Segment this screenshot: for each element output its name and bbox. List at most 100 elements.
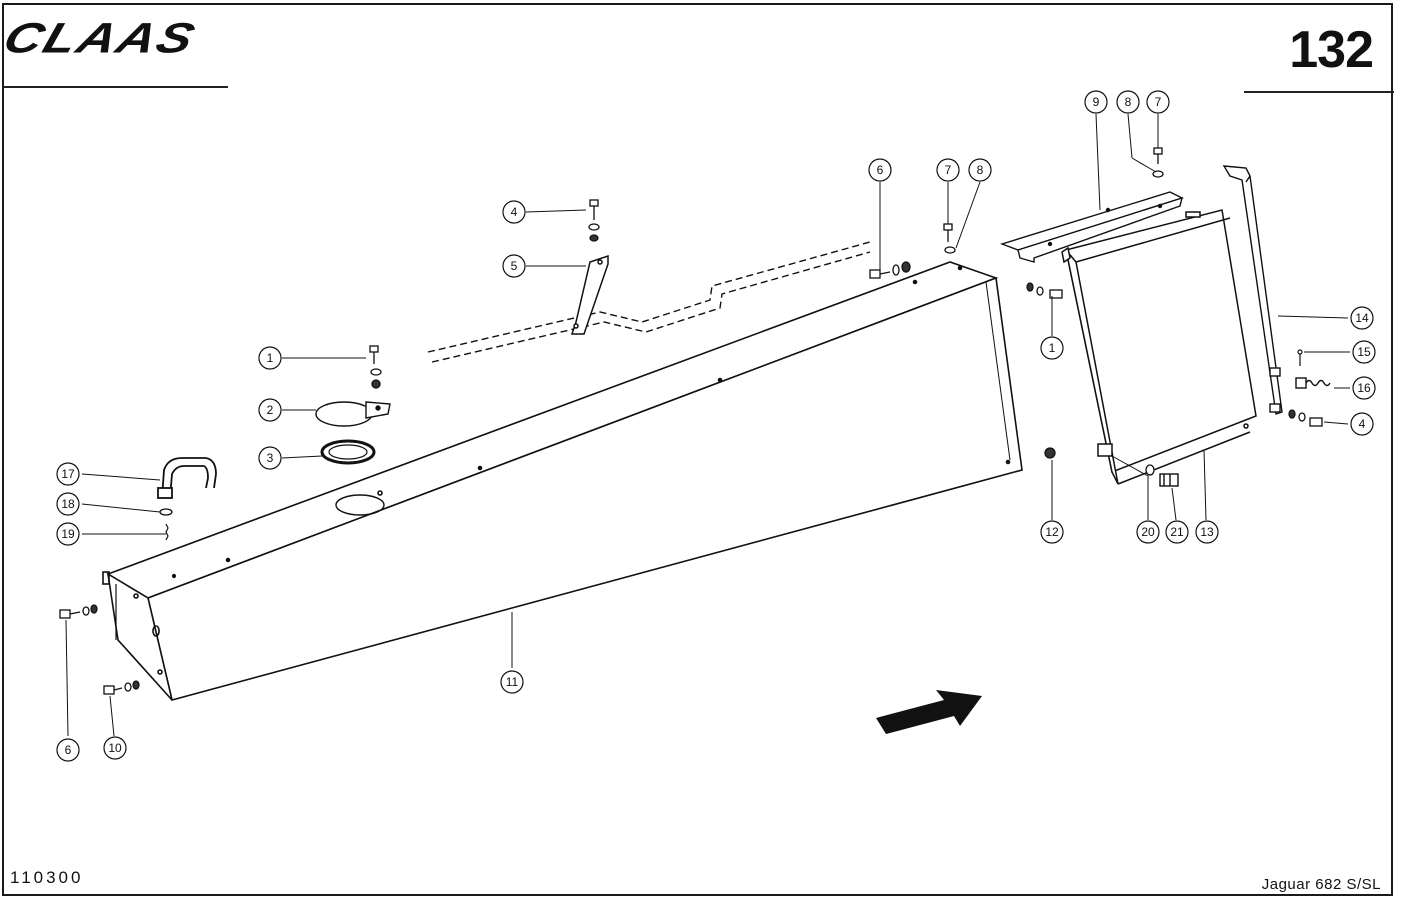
header-rule-right bbox=[1244, 91, 1394, 93]
callout-number: 17 bbox=[61, 467, 75, 481]
leader-lines bbox=[65, 113, 1350, 737]
spring-clip-part-16 bbox=[1295, 377, 1331, 389]
callout-circle bbox=[1040, 520, 1064, 544]
callout-circle bbox=[56, 492, 80, 516]
callout-5: 5 bbox=[502, 254, 526, 278]
callout-number: 7 bbox=[1155, 95, 1162, 109]
callout-number: 7 bbox=[945, 163, 952, 177]
callout-3: 3 bbox=[258, 446, 282, 470]
handle-part-17 bbox=[157, 457, 217, 499]
page-frame bbox=[2, 3, 1393, 896]
callout-number: 4 bbox=[1359, 417, 1366, 431]
callout-number: 18 bbox=[61, 497, 75, 511]
bolt-part-10 bbox=[103, 680, 140, 695]
document-code: 110300 bbox=[10, 868, 84, 887]
screw-part-19 bbox=[165, 523, 177, 579]
callout-16: 16 bbox=[1352, 376, 1376, 400]
callout-number: 8 bbox=[977, 163, 984, 177]
callout-circle bbox=[103, 736, 127, 760]
callout-10: 10 bbox=[103, 736, 127, 760]
callout-12: 12 bbox=[1040, 520, 1064, 544]
callout-circle bbox=[1352, 340, 1376, 364]
callout-number: 16 bbox=[1357, 381, 1371, 395]
callout-14: 14 bbox=[1350, 306, 1374, 330]
callout-13: 13 bbox=[1195, 520, 1219, 544]
callout-number: 1 bbox=[267, 351, 274, 365]
callout-number: 19 bbox=[61, 527, 75, 541]
side-panel-part-13 bbox=[1061, 209, 1257, 485]
callout-number: 15 bbox=[1357, 345, 1371, 359]
callout-number: 12 bbox=[1045, 525, 1059, 539]
washer-part-18 bbox=[159, 508, 173, 516]
callout-circle bbox=[258, 446, 282, 470]
callout-circle bbox=[1352, 376, 1376, 400]
callout-number: 9 bbox=[1093, 95, 1100, 109]
callout-circle bbox=[502, 254, 526, 278]
callout-number: 20 bbox=[1141, 525, 1155, 539]
callout-number: 1 bbox=[1049, 341, 1056, 355]
callout-circle bbox=[968, 158, 992, 182]
callout-number: 6 bbox=[65, 743, 72, 757]
callout-circle bbox=[936, 158, 960, 182]
callout-18: 18 bbox=[56, 492, 80, 516]
callout-20: 20 bbox=[1136, 520, 1160, 544]
direction-arrow bbox=[876, 690, 982, 734]
callout-19: 19 bbox=[56, 522, 80, 546]
washer-part-20 bbox=[1145, 464, 1155, 476]
callout-number: 21 bbox=[1170, 525, 1184, 539]
callout-4a: 4 bbox=[502, 200, 526, 224]
callout-circle bbox=[56, 522, 80, 546]
callout-9: 9 bbox=[1084, 90, 1108, 114]
callout-circle bbox=[500, 670, 524, 694]
callout-number: 11 bbox=[506, 675, 519, 689]
bolt-part-7-middle bbox=[943, 223, 956, 254]
callout-8b: 8 bbox=[1116, 90, 1140, 114]
bolt-part-1-right bbox=[1026, 282, 1063, 299]
callout-number: 8 bbox=[1125, 95, 1132, 109]
strap-part-14 bbox=[1222, 165, 1283, 415]
callout-4b: 4 bbox=[1350, 412, 1374, 436]
mounting-rail-part-9 bbox=[999, 191, 1184, 263]
callout-circle bbox=[502, 200, 526, 224]
callout-15: 15 bbox=[1352, 340, 1376, 364]
callout-number: 3 bbox=[267, 451, 274, 465]
cover-plate-part-2 bbox=[315, 401, 391, 427]
bolt-part-4-right bbox=[1288, 409, 1323, 427]
callout-circle bbox=[258, 398, 282, 422]
callout-circle bbox=[868, 158, 892, 182]
callout-circle bbox=[1165, 520, 1189, 544]
bolt-part-6-left bbox=[59, 604, 98, 619]
callout-number: 10 bbox=[108, 741, 122, 755]
callout-11: 11 bbox=[500, 670, 524, 694]
bolt-part-6-right bbox=[869, 261, 911, 279]
callout-17: 17 bbox=[56, 462, 80, 486]
pin-part-15 bbox=[1297, 349, 1303, 366]
callout-6a: 6 bbox=[868, 158, 892, 182]
plug-part-21 bbox=[1159, 473, 1179, 487]
callout-number: 13 bbox=[1200, 525, 1214, 539]
callout-number: 14 bbox=[1355, 311, 1369, 325]
nut-part-12 bbox=[1044, 447, 1056, 459]
callout-number: 6 bbox=[877, 163, 884, 177]
header-rule-left bbox=[2, 86, 228, 88]
callout-circle bbox=[56, 462, 80, 486]
bolt-part-4-top bbox=[588, 199, 600, 242]
callout-circle bbox=[258, 346, 282, 370]
page-number: 132 bbox=[1289, 21, 1374, 79]
callout-circle bbox=[1084, 90, 1108, 114]
callout-1a: 1 bbox=[258, 346, 282, 370]
callout-circle bbox=[56, 738, 80, 762]
callout-8a: 8 bbox=[968, 158, 992, 182]
callout-7b: 7 bbox=[1146, 90, 1170, 114]
bolt-part-1-left bbox=[369, 345, 382, 389]
callout-circle bbox=[1136, 520, 1160, 544]
callout-number: 5 bbox=[511, 259, 518, 273]
callout-circle bbox=[1195, 520, 1219, 544]
main-tank-body bbox=[102, 261, 1023, 701]
callout-1b: 1 bbox=[1040, 336, 1064, 360]
callout-7a: 7 bbox=[936, 158, 960, 182]
callout-number: 4 bbox=[511, 205, 518, 219]
callout-6b: 6 bbox=[56, 738, 80, 762]
